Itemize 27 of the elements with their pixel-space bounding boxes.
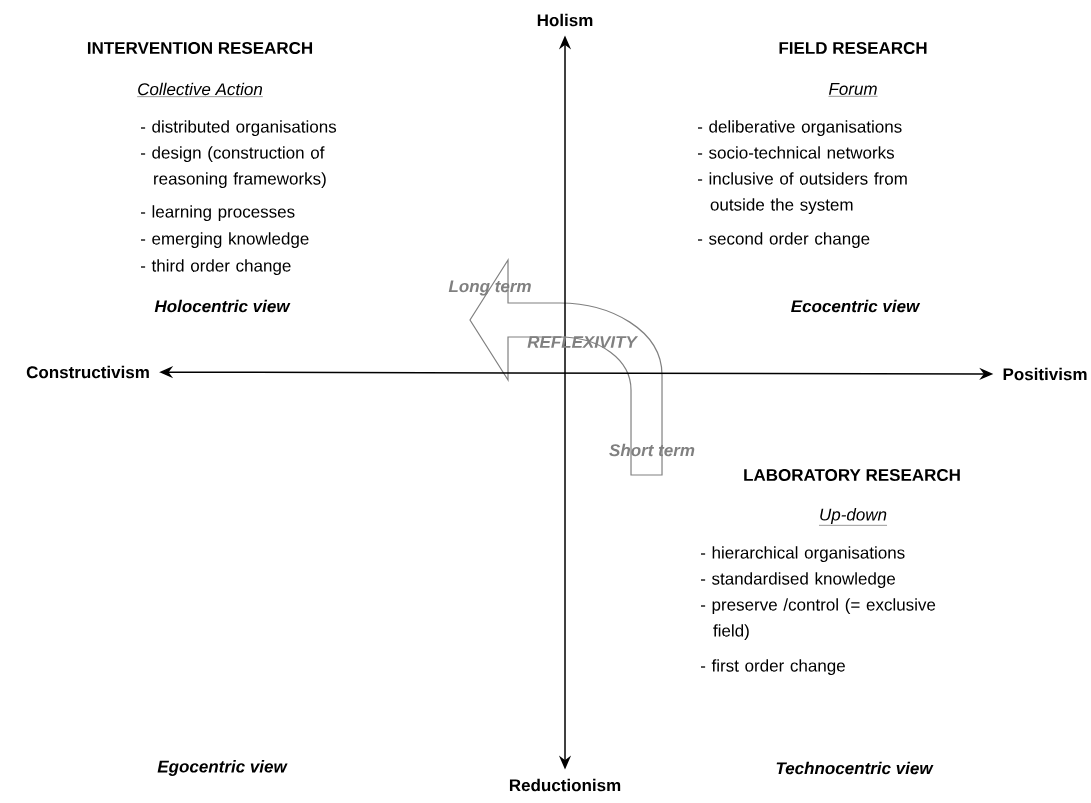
list-item: - third order change [140,259,291,276]
list-item: - emerging knowledge [140,232,309,249]
quadrant-heading: FIELD RESEARCH [779,42,927,55]
list-item: - distributed organisations [140,120,337,137]
list-item: - socio-technical networks [697,146,894,159]
list-item: - inclusive of outsiders from outside the system [697,172,907,215]
quadrant-subtitle: Up-down [818,508,888,526]
axis-label: Constructivism [26,365,149,379]
quadrant-subtitle: Collective Action [136,82,264,97]
list-item: - second order change [697,232,870,249]
list-item: - learning processes [140,205,295,222]
quadrant-heading: LABORATORY RESEARCH [744,469,960,482]
list-item: - design (construction of reasoning frameworks) [140,146,326,189]
view-label: Egocentric view [157,760,288,776]
axis-label: Holism [537,13,593,27]
view-label: Technocentric view [776,761,934,775]
quadrant-subtitle: Forum [828,83,878,97]
axis-label: Positivism [1003,367,1087,381]
view-label: Holocentric view [154,299,291,313]
quadrant-heading: INTERVENTION RESEARCH [87,42,313,55]
list-item: - first order change [700,659,845,676]
list-item: - hierarchical organisations [700,546,905,563]
list-item: - preserve /control (= exclusive field) [700,598,936,641]
view-label: Ecocentric view [791,299,921,313]
list-item: - standardised knowledge [700,572,896,589]
axis-label: Reductionism [509,778,621,792]
list-item: - deliberative organisations [697,120,902,137]
